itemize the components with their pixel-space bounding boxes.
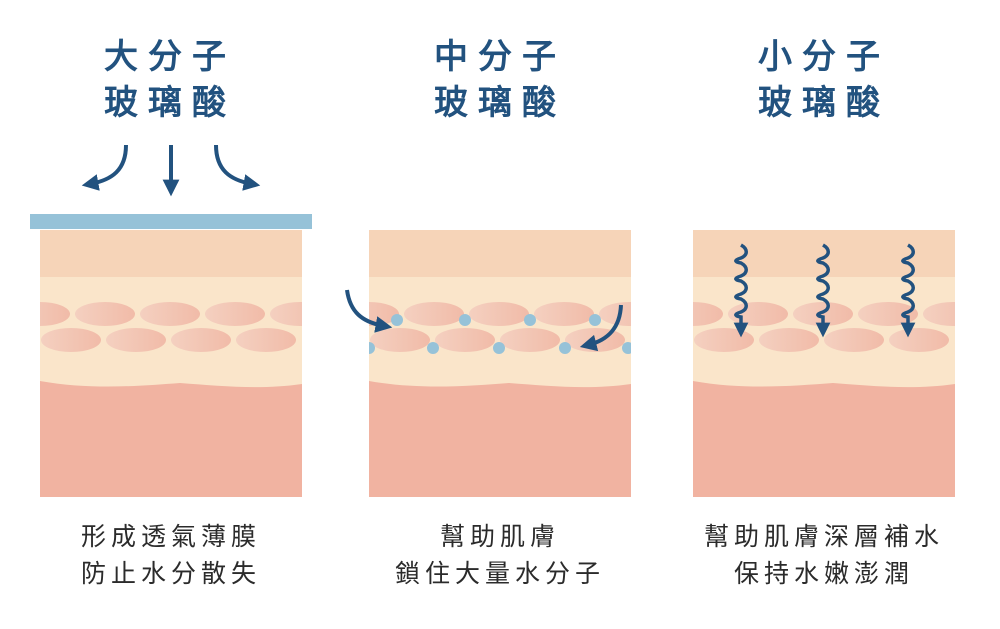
hyaluronic-molecule [622,342,631,354]
wavy-arrow-down-icon [733,243,749,338]
subcutis-layer [40,381,302,497]
title-line: 大分子 [104,37,236,77]
skin-cell [599,302,631,326]
skin-cell [435,328,495,352]
skin-cell [728,302,788,326]
film-layer [30,214,312,229]
arrow-curve-in-left-icon [345,289,393,333]
subcutis-layer [369,381,631,497]
title-line: 玻璃酸 [758,83,890,123]
panel-caption-large: 形成透氣薄膜防止水分散失 [6,518,336,592]
caption-line: 幫助肌膚深層補水 [703,522,944,551]
caption-line: 形成透氣薄膜 [80,522,261,551]
title-line: 中分子 [434,37,566,77]
skin-cell [858,302,918,326]
skin-cell [824,328,884,352]
large-molecule-arrows [81,144,261,197]
skin-cell [923,302,955,326]
wavy-arrow-down-icon [900,243,916,338]
title-line: 玻璃酸 [104,83,236,123]
caption-line: 保持水嫩澎潤 [733,559,914,588]
skin-cell [270,302,302,326]
panel-caption-small: 幫助肌膚深層補水保持水嫩澎潤 [659,518,989,592]
epidermis-layer [40,230,302,278]
arrow-right-icon [214,144,261,191]
caption-line: 幫助肌膚 [439,522,560,551]
epidermis-layer [369,230,631,278]
skin-panel [40,230,302,497]
skin-cell [889,328,949,352]
medium-molecule-arrows [345,289,623,352]
skin-cell [236,328,296,352]
skin-cell [75,302,135,326]
hyaluronic-molecule [427,342,439,354]
skin-cell [565,328,625,352]
title-line: 玻璃酸 [434,83,566,123]
skin-cell [534,302,594,326]
panel-title-small: 小分子玻璃酸 [674,34,974,126]
panel-layers [693,230,955,497]
hyaluronic-molecule [459,314,471,326]
skin-cell [793,302,853,326]
hyaluronic-molecule [493,342,505,354]
caption-line: 鎖住大量水分子 [394,559,605,588]
skin-cell [41,328,101,352]
skin-cell [171,328,231,352]
hyaluronic-molecule [559,342,571,354]
wavy-arrow-down-icon [815,243,831,338]
skin-cell [205,302,265,326]
subcutis-layer [693,381,955,497]
skin-panel [369,230,631,497]
skin-cell [140,302,200,326]
skin-panel [693,230,955,497]
hyaluronic-molecule [391,314,403,326]
skin-cell [404,302,464,326]
skin-cell [40,302,70,326]
skin-cell [759,328,819,352]
caption-line: 防止水分散失 [80,559,261,588]
hyaluronic-molecule [589,314,601,326]
hyaluronic-molecule [369,342,375,354]
skin-cell [694,328,754,352]
small-molecule-arrows [733,243,916,338]
panel-caption-medium: 幫助肌膚鎖住大量水分子 [335,518,665,592]
panel-layers [369,230,631,497]
arrow-left-icon [81,144,128,191]
panel-title-large: 大分子玻璃酸 [20,34,320,126]
skin-cell [106,328,166,352]
skin-cell [469,302,529,326]
hyaluronic-molecule [524,314,536,326]
panel-title-medium: 中分子玻璃酸 [350,34,650,126]
arrow-curve-in-right-icon [579,304,623,352]
skin-cell [370,328,430,352]
panel-layers [40,230,302,497]
epidermis-layer [693,230,955,278]
skin-cell [693,302,723,326]
title-line: 小分子 [758,37,890,77]
skin-cell [500,328,560,352]
